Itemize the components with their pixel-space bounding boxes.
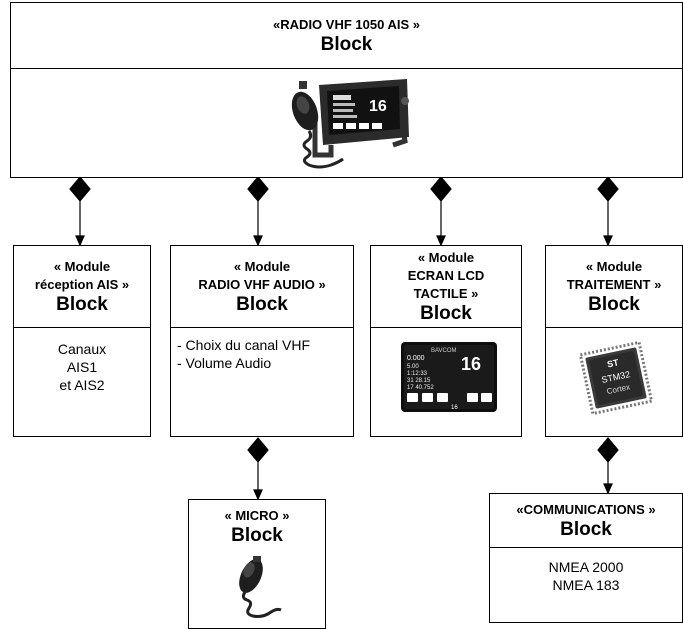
lcd-brand-text: BAVCOM (431, 348, 457, 354)
svg-text:ST: ST (606, 357, 620, 369)
module-stereotype: « Module réception AIS » (34, 258, 130, 292)
feature-item: - Choix du canal VHF (177, 337, 311, 353)
arrow-head (75, 235, 85, 247)
lcd-screen-image: BAVCOM 0.000 5.00 1:12:33 31 28.15 17 40… (401, 342, 497, 412)
lcd-value: 16 (451, 405, 458, 411)
main-block-kind: Block (320, 33, 373, 55)
svg-text:16: 16 (369, 98, 387, 115)
lcd-value: 0.000 (407, 355, 425, 362)
stm32-chip-image: ST STM32 Cortex (578, 340, 654, 416)
communications-protocols: NMEA 2000 NMEA 183 (548, 559, 624, 593)
composition-diamond (430, 176, 452, 202)
module-kind: Block (56, 293, 108, 315)
module-kind: Block (420, 302, 472, 324)
feature-item: - Volume Audio (177, 355, 272, 371)
module-header: « Module ECRAN LCD TACTILE » Block (371, 246, 521, 328)
module-header: « Module réception AIS » Block (14, 246, 150, 328)
main-block-stereotype: «RADIO VHF 1050 AIS » (273, 16, 420, 32)
module-kind: Block (236, 293, 288, 315)
module-header: « Module TRAITEMENT » Block (546, 246, 682, 328)
micro-header: « MICRO » Block (189, 500, 325, 554)
module-stereotype: « Module TRAITEMENT » (566, 258, 662, 292)
arrow-head (436, 235, 446, 247)
module-header: « Module RADIO VHF AUDIO » Block (171, 246, 353, 328)
vhf-radio-image: 16 (291, 79, 409, 169)
module-radio-vhf-audio[interactable]: « Module RADIO VHF AUDIO » Block - Choix… (170, 245, 354, 437)
lcd-value: 17 40.752 (407, 385, 434, 391)
microphone-image (239, 556, 282, 618)
composition-diamond (69, 176, 91, 202)
composition-diamond (247, 176, 269, 202)
main-block-radio-vhf[interactable]: «RADIO VHF 1050 AIS » Block 16 (10, 2, 683, 178)
micro-kind: Block (231, 525, 283, 546)
composition-diamond (247, 437, 269, 463)
block-communications[interactable]: «COMMUNICATIONS » Block NMEA 2000 NMEA 1… (489, 493, 683, 623)
module-kind: Block (588, 293, 640, 315)
module-ecran-lcd-tactile[interactable]: « Module ECRAN LCD TACTILE » Block BAVCO… (370, 245, 522, 437)
module-stereotype: « Module ECRAN LCD TACTILE » (407, 249, 485, 301)
composition-diamond (597, 437, 619, 463)
main-block-header: «RADIO VHF 1050 AIS » Block (11, 3, 682, 69)
communications-header: «COMMUNICATIONS » Block (490, 494, 682, 548)
module-traitement[interactable]: « Module TRAITEMENT » Block ST STM32 Cor… (545, 245, 683, 437)
arrow-head (603, 483, 613, 495)
arrow-head (253, 235, 263, 247)
lcd-channel: 16 (461, 354, 481, 374)
communications-stereotype: «COMMUNICATIONS » (516, 501, 656, 517)
lcd-value: 1:12:33 (407, 371, 428, 377)
lcd-value: 31 28.15 (407, 378, 431, 384)
module-ais-channels: Canaux AIS1 et AIS2 (57, 341, 107, 393)
micro-stereotype: « MICRO » (224, 508, 290, 523)
module-feature-list: - Choix du canal VHF - Volume Audio (171, 328, 353, 372)
composition-diamond (597, 176, 619, 202)
arrow-head (603, 235, 613, 247)
communications-kind: Block (560, 518, 612, 540)
lcd-value: 5.00 (407, 364, 419, 370)
module-reception-ais[interactable]: « Module réception AIS » Block Canaux AI… (13, 245, 151, 437)
arrow-head (253, 489, 263, 501)
module-stereotype: « Module RADIO VHF AUDIO » (198, 258, 326, 292)
block-micro[interactable]: « MICRO » Block (188, 499, 326, 629)
